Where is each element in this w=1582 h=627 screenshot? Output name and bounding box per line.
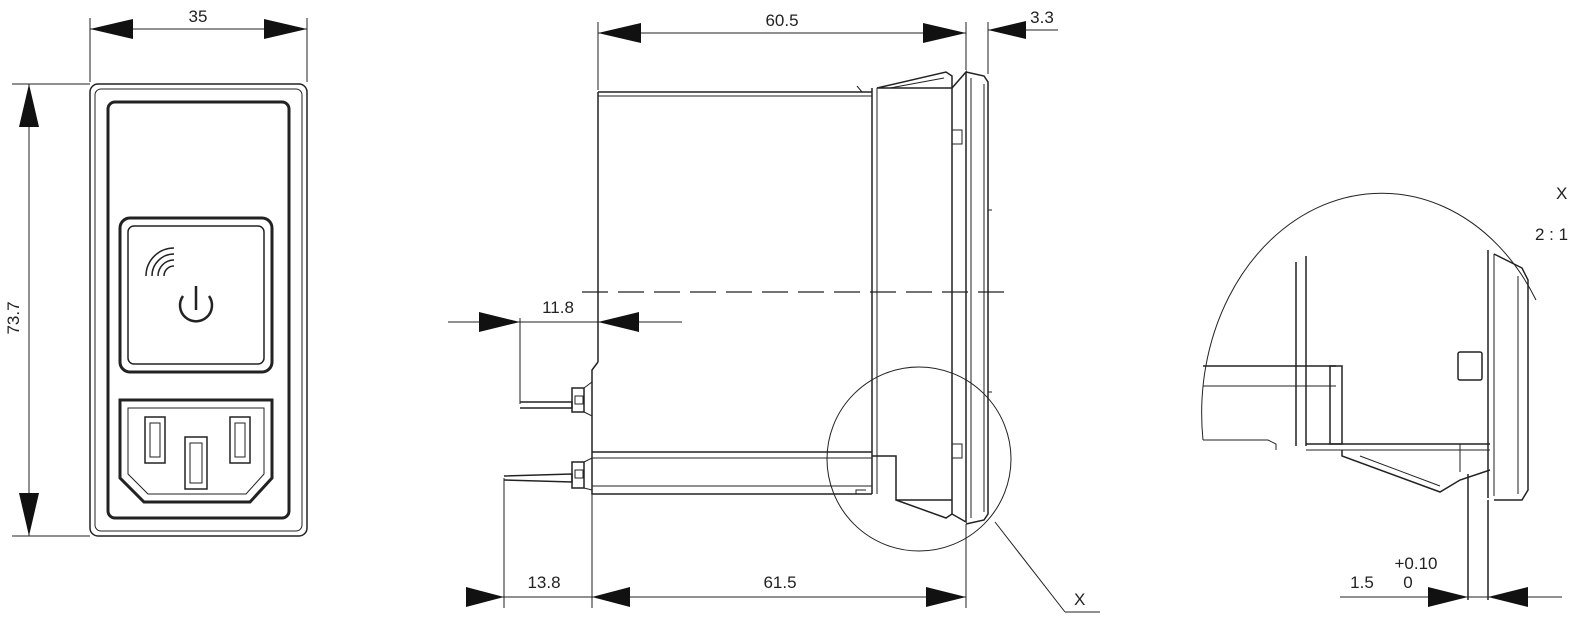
power-icon [178, 286, 214, 323]
detail-scale-label: 2 : 1 [1535, 225, 1568, 244]
dim-label-3-3: 3.3 [1030, 8, 1054, 27]
dim-label-11-8: 11.8 [542, 298, 574, 317]
dimension-bottom: 13.8 61.5 [466, 478, 967, 608]
detail-view-label: X [1556, 184, 1567, 203]
dimension-panel: 1.5 +0.10 0 [1340, 554, 1562, 607]
dim-label-35: 35 [189, 7, 208, 26]
dimension-depth: 60.5 [597, 11, 967, 90]
wireless-icon [145, 247, 175, 277]
dimension-height: 73.7 [4, 83, 90, 537]
side-view: X 60.5 3.3 11.8 [448, 8, 1100, 613]
dim-label-73-7: 73.7 [4, 301, 23, 334]
dim-label-60-5: 60.5 [765, 11, 798, 30]
front-view: 35 73.7 [4, 7, 308, 537]
dim-tolerance-plus: +0.10 [1394, 554, 1437, 573]
switch-button-outer [118, 216, 274, 374]
dim-tolerance-zero: 0 [1403, 573, 1412, 592]
detail-marker-label: X [1074, 590, 1085, 609]
dimension-flange: 3.3 [987, 8, 1058, 74]
terminal-upper [520, 381, 593, 417]
detail-view: X 2 : 1 1.5 +0.10 0 [1201, 184, 1568, 607]
terminal-lower [503, 457, 593, 491]
dimension-offset: 11.8 [448, 298, 682, 404]
dim-label-1-5: 1.5 [1350, 573, 1374, 592]
switch-button-inner [127, 225, 265, 365]
dimension-width: 35 [89, 7, 308, 82]
detail-circle [826, 366, 1012, 552]
dim-label-61-5: 61.5 [763, 573, 796, 592]
front-outer-frame [89, 83, 308, 537]
dim-label-13-8: 13.8 [527, 573, 560, 592]
iec-socket-icon [118, 398, 274, 504]
front-face-panel [106, 100, 291, 520]
front-inner-frame [94, 88, 303, 532]
